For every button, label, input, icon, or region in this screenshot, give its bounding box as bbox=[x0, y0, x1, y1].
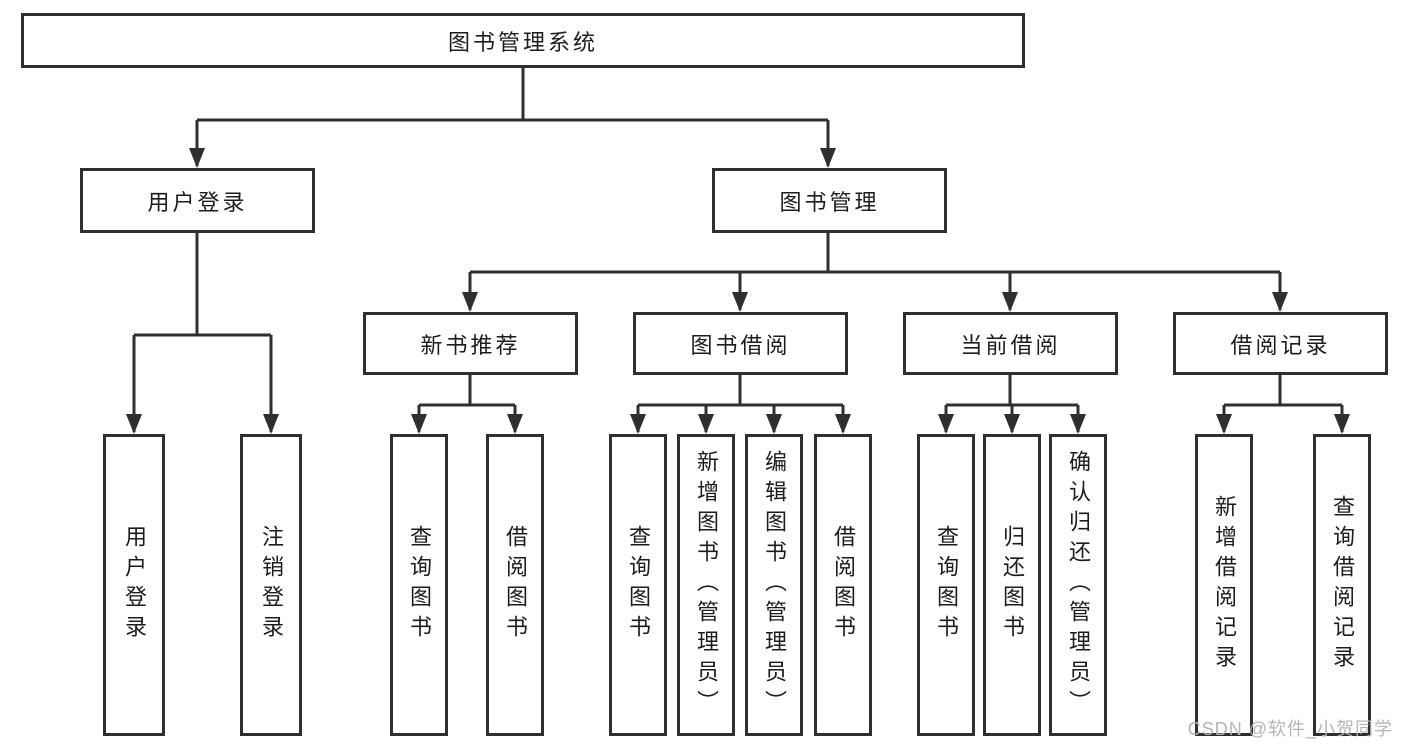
leaf-logout: 注销登录 bbox=[240, 434, 302, 736]
leaf-current-query-books: 查询图书 bbox=[917, 434, 975, 736]
leaf-user-login: 用户登录 bbox=[103, 434, 165, 736]
node-book-borrow: 图书借阅 bbox=[633, 312, 848, 375]
leaf-borrow-borrow-books: 借阅图书 bbox=[814, 434, 872, 736]
node-new-book-recommend: 新书推荐 bbox=[363, 312, 578, 375]
leaf-borrow-edit-books-admin: 编辑图书（管理员） bbox=[745, 434, 803, 736]
leaf-recommend-query-books: 查询图书 bbox=[390, 434, 448, 736]
leaf-borrow-add-books-admin: 新增图书（管理员） bbox=[677, 434, 735, 736]
node-borrow-records: 借阅记录 bbox=[1173, 312, 1388, 375]
leaf-borrow-query-books: 查询图书 bbox=[609, 434, 667, 736]
leaf-current-return-books: 归还图书 bbox=[983, 434, 1041, 736]
watermark: CSDN @软件_小贺同学 bbox=[1187, 719, 1393, 739]
node-current-borrow: 当前借阅 bbox=[903, 312, 1118, 375]
node-root-system: 图书管理系统 bbox=[21, 13, 1025, 68]
leaf-current-confirm-return-admin: 确认归还（管理员） bbox=[1049, 434, 1107, 736]
leaf-records-query-record: 查询借阅记录 bbox=[1313, 434, 1371, 736]
node-book-management: 图书管理 bbox=[712, 168, 947, 233]
node-user-login: 用户登录 bbox=[80, 168, 315, 233]
connector-rails bbox=[134, 68, 1342, 407]
leaf-records-add-record: 新增借阅记录 bbox=[1195, 434, 1253, 736]
leaf-recommend-borrow-books: 借阅图书 bbox=[486, 434, 544, 736]
